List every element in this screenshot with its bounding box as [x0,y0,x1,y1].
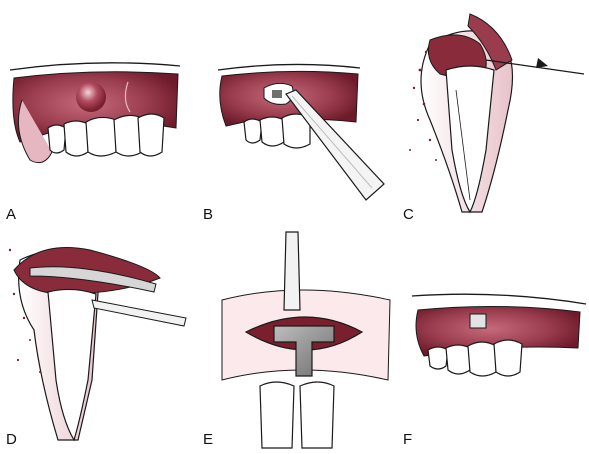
upper-lip [217,63,361,71]
panel-d: D [6,247,187,448]
gingiva [415,305,581,357]
panel-label-d: D [6,431,17,448]
panel-c: C [403,13,585,223]
panel-label-f: F [403,431,412,448]
bone-dots [409,50,437,161]
t-implant [273,325,335,377]
bone-dots [8,248,41,373]
panel-label-a: A [6,206,16,223]
panel-e: E [203,231,391,449]
tooth-root-c [445,65,495,214]
panel-label-c: C [403,206,414,223]
tooth-root-d [47,288,97,442]
teeth-f [427,339,523,377]
teeth-e [259,381,335,449]
vein-line [124,81,131,113]
panel-a: A [6,62,181,223]
teeth-b [243,113,311,149]
panel-f: F [403,293,587,448]
flap-right [467,13,513,71]
panel-b: B [203,63,385,223]
retractor [283,231,301,311]
panel-label-b: B [203,206,213,223]
hatched-implant [29,266,157,293]
direction-arrow-head [536,58,548,68]
upper-lip [411,293,587,305]
cheek-fold [17,99,53,164]
upper-lip [9,62,181,71]
canine-bulge [76,82,106,112]
exposed-implant [272,90,282,98]
direction-arrow-shaft [485,59,585,75]
teeth-a [47,113,165,157]
instrument-d [91,299,187,327]
implant-abutment [469,313,487,329]
panel-label-e: E [203,431,213,448]
